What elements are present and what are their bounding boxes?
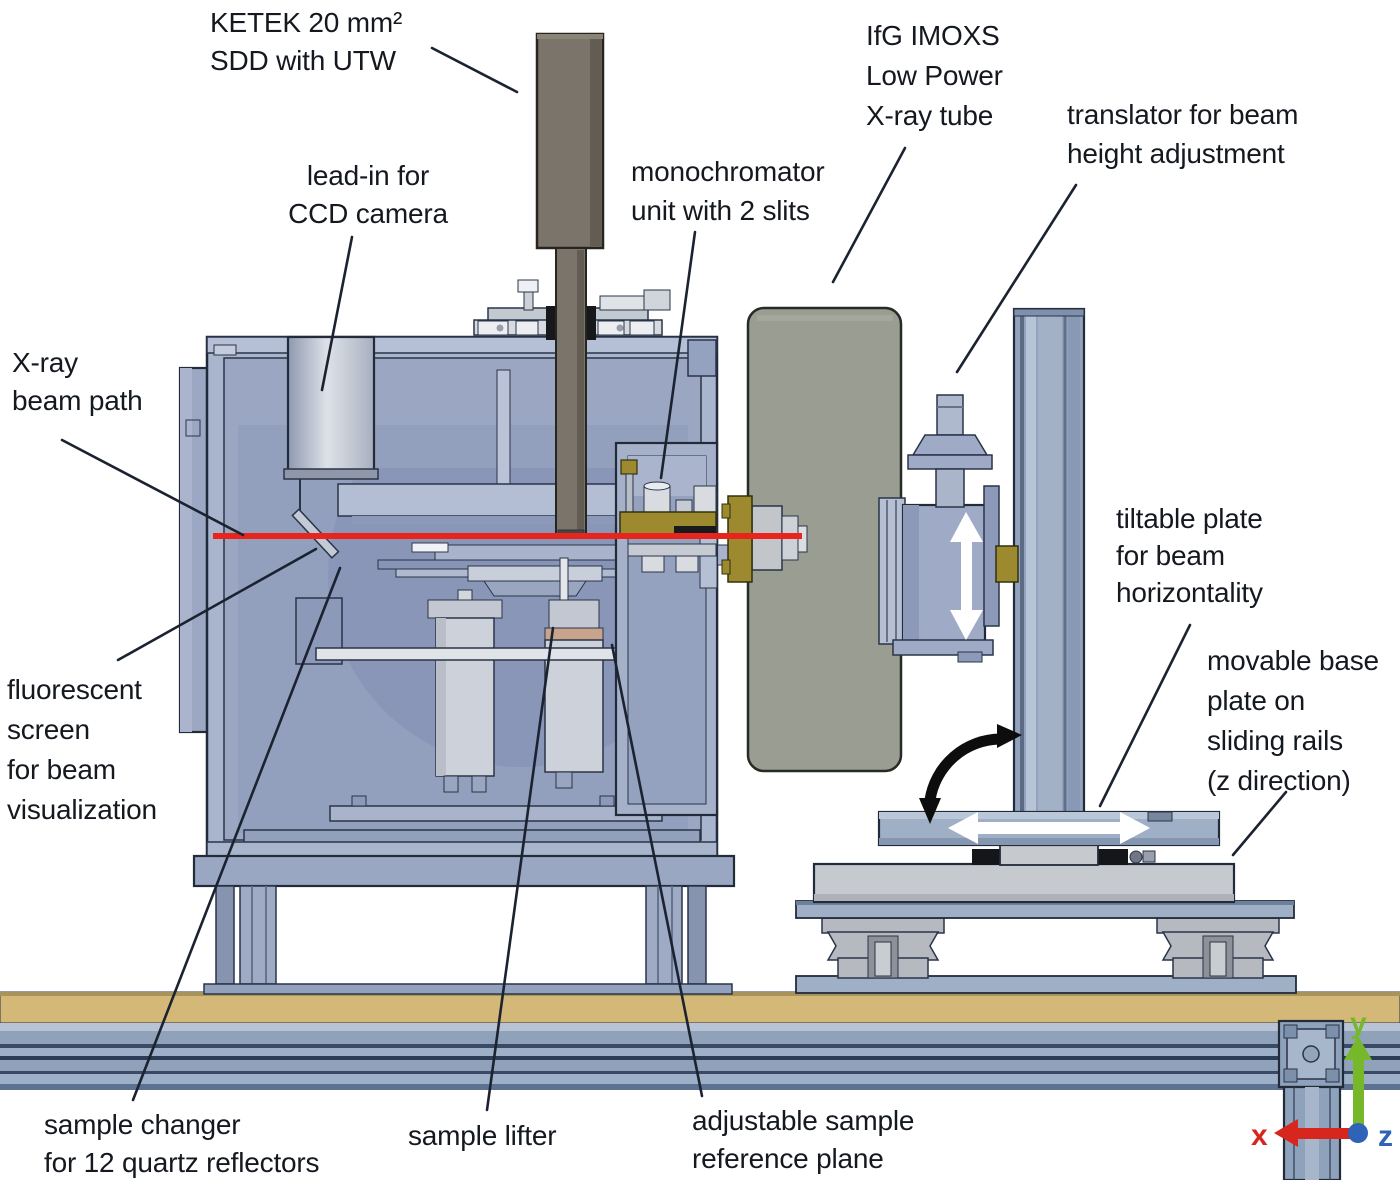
label-line: SDD with UTW <box>210 45 396 76</box>
label-movable-base: movable base plate on sliding rails (z d… <box>1207 641 1379 801</box>
leader-lifter <box>485 626 555 1112</box>
leader-lines <box>60 46 1288 1112</box>
leader-reference <box>610 643 704 1098</box>
axis-y-arrow-icon <box>1344 1036 1372 1133</box>
leader-translator <box>955 183 1078 374</box>
label-line: adjustable sample <box>692 1105 915 1136</box>
leader-beam <box>60 438 245 537</box>
xray-beam-line <box>213 533 802 539</box>
label-line: sample lifter <box>408 1120 557 1151</box>
label-line: KETEK 20 mm² <box>210 7 403 38</box>
label-xray-tube: IfG IMOXS Low Power X-ray tube <box>866 16 1003 136</box>
label-line: lead-in for <box>306 160 430 191</box>
label-line: horizontality <box>1116 577 1263 608</box>
leader-movable <box>1231 790 1288 857</box>
label-line: (z direction) <box>1207 765 1351 796</box>
label-line: screen <box>7 714 90 745</box>
label-monochromator: monochromator unit with 2 slits <box>631 152 825 230</box>
label-line: translator for beam <box>1067 99 1299 130</box>
label-line: visualization <box>7 794 157 825</box>
rail-truck-right <box>1156 917 1280 979</box>
label-line: for 12 quartz reflectors <box>44 1147 320 1178</box>
label-line: sample changer <box>44 1109 241 1140</box>
label-ccd-lead-in: lead-in for CCD camera <box>268 157 468 233</box>
label-line: fluorescent <box>7 674 142 705</box>
label-translator: translator for beam height adjustment <box>1067 95 1298 173</box>
translator-assembly <box>878 394 1019 663</box>
support-column <box>1012 307 1086 817</box>
axis-y-label: y <box>1350 1007 1367 1040</box>
z-translation-arrow-icon <box>948 812 1150 844</box>
axis-x-arrow-icon <box>1274 1119 1358 1147</box>
leader-ccd <box>320 235 354 392</box>
leader-mono <box>659 230 697 480</box>
label-line: X-ray tube <box>866 100 994 131</box>
chamber-legs <box>215 885 707 985</box>
table-frame-extrusion <box>1277 1019 1345 1180</box>
tiltable-plate <box>877 810 1221 847</box>
sdd-detector-tube <box>535 32 605 539</box>
label-line: Low Power <box>866 60 1003 91</box>
label-line: sliding rails <box>1207 725 1343 756</box>
label-line: reference plane <box>692 1143 884 1174</box>
coordinate-axes: y x z <box>1251 1007 1393 1153</box>
leader-tube <box>831 146 907 284</box>
sample-changer-drive <box>427 589 503 793</box>
label-beam-path: X-ray beam path <box>12 344 143 420</box>
label-line: X-ray <box>12 347 78 378</box>
label-line: for beam <box>7 754 116 785</box>
base-plates-and-rails <box>795 844 1297 994</box>
axis-x-label: x <box>1251 1119 1268 1152</box>
label-line: tiltable plate <box>1116 503 1263 534</box>
label-line: height adjustment <box>1067 138 1285 169</box>
sample-lifter-mechanism <box>544 557 604 789</box>
label-line: IfG IMOXS <box>866 20 1000 51</box>
label-sample-changer: sample changer for 12 quartz reflectors <box>44 1106 320 1180</box>
label-fluorescent-screen: fluorescent screen for beam visualizatio… <box>7 670 157 830</box>
label-line: for beam <box>1116 540 1225 571</box>
monochromator-unit <box>614 441 719 817</box>
optical-table <box>0 991 1400 1090</box>
spectrometer-chamber <box>178 335 736 995</box>
leader-changer <box>131 566 342 1102</box>
label-sample-lifter: sample lifter <box>408 1117 557 1155</box>
label-line: monochromator <box>631 156 825 187</box>
rail-truck-left <box>821 917 945 979</box>
label-reference-plane: adjustable sample reference plane <box>692 1102 914 1178</box>
leader-detector <box>430 46 519 94</box>
axis-z-dot-icon <box>1348 1123 1368 1143</box>
label-line: CCD camera <box>288 198 448 229</box>
leader-fluorescent <box>116 547 318 662</box>
label-line: beam path <box>12 385 143 416</box>
label-tiltable-plate: tiltable plate for beam horizontality <box>1116 500 1263 611</box>
xray-tube-body <box>746 306 903 773</box>
label-line: plate on <box>1207 685 1306 716</box>
axis-z-label: z <box>1378 1120 1393 1153</box>
height-adjustment-arrow-icon <box>950 512 983 640</box>
ccd-lead-in-cylinder <box>283 335 379 512</box>
label-detector: KETEK 20 mm² SDD with UTW <box>210 4 402 80</box>
tilt-rotation-arrow-icon <box>919 724 1022 824</box>
label-line: movable base <box>1207 645 1379 676</box>
leader-tiltable <box>1098 623 1192 808</box>
label-line: unit with 2 slits <box>631 195 810 226</box>
